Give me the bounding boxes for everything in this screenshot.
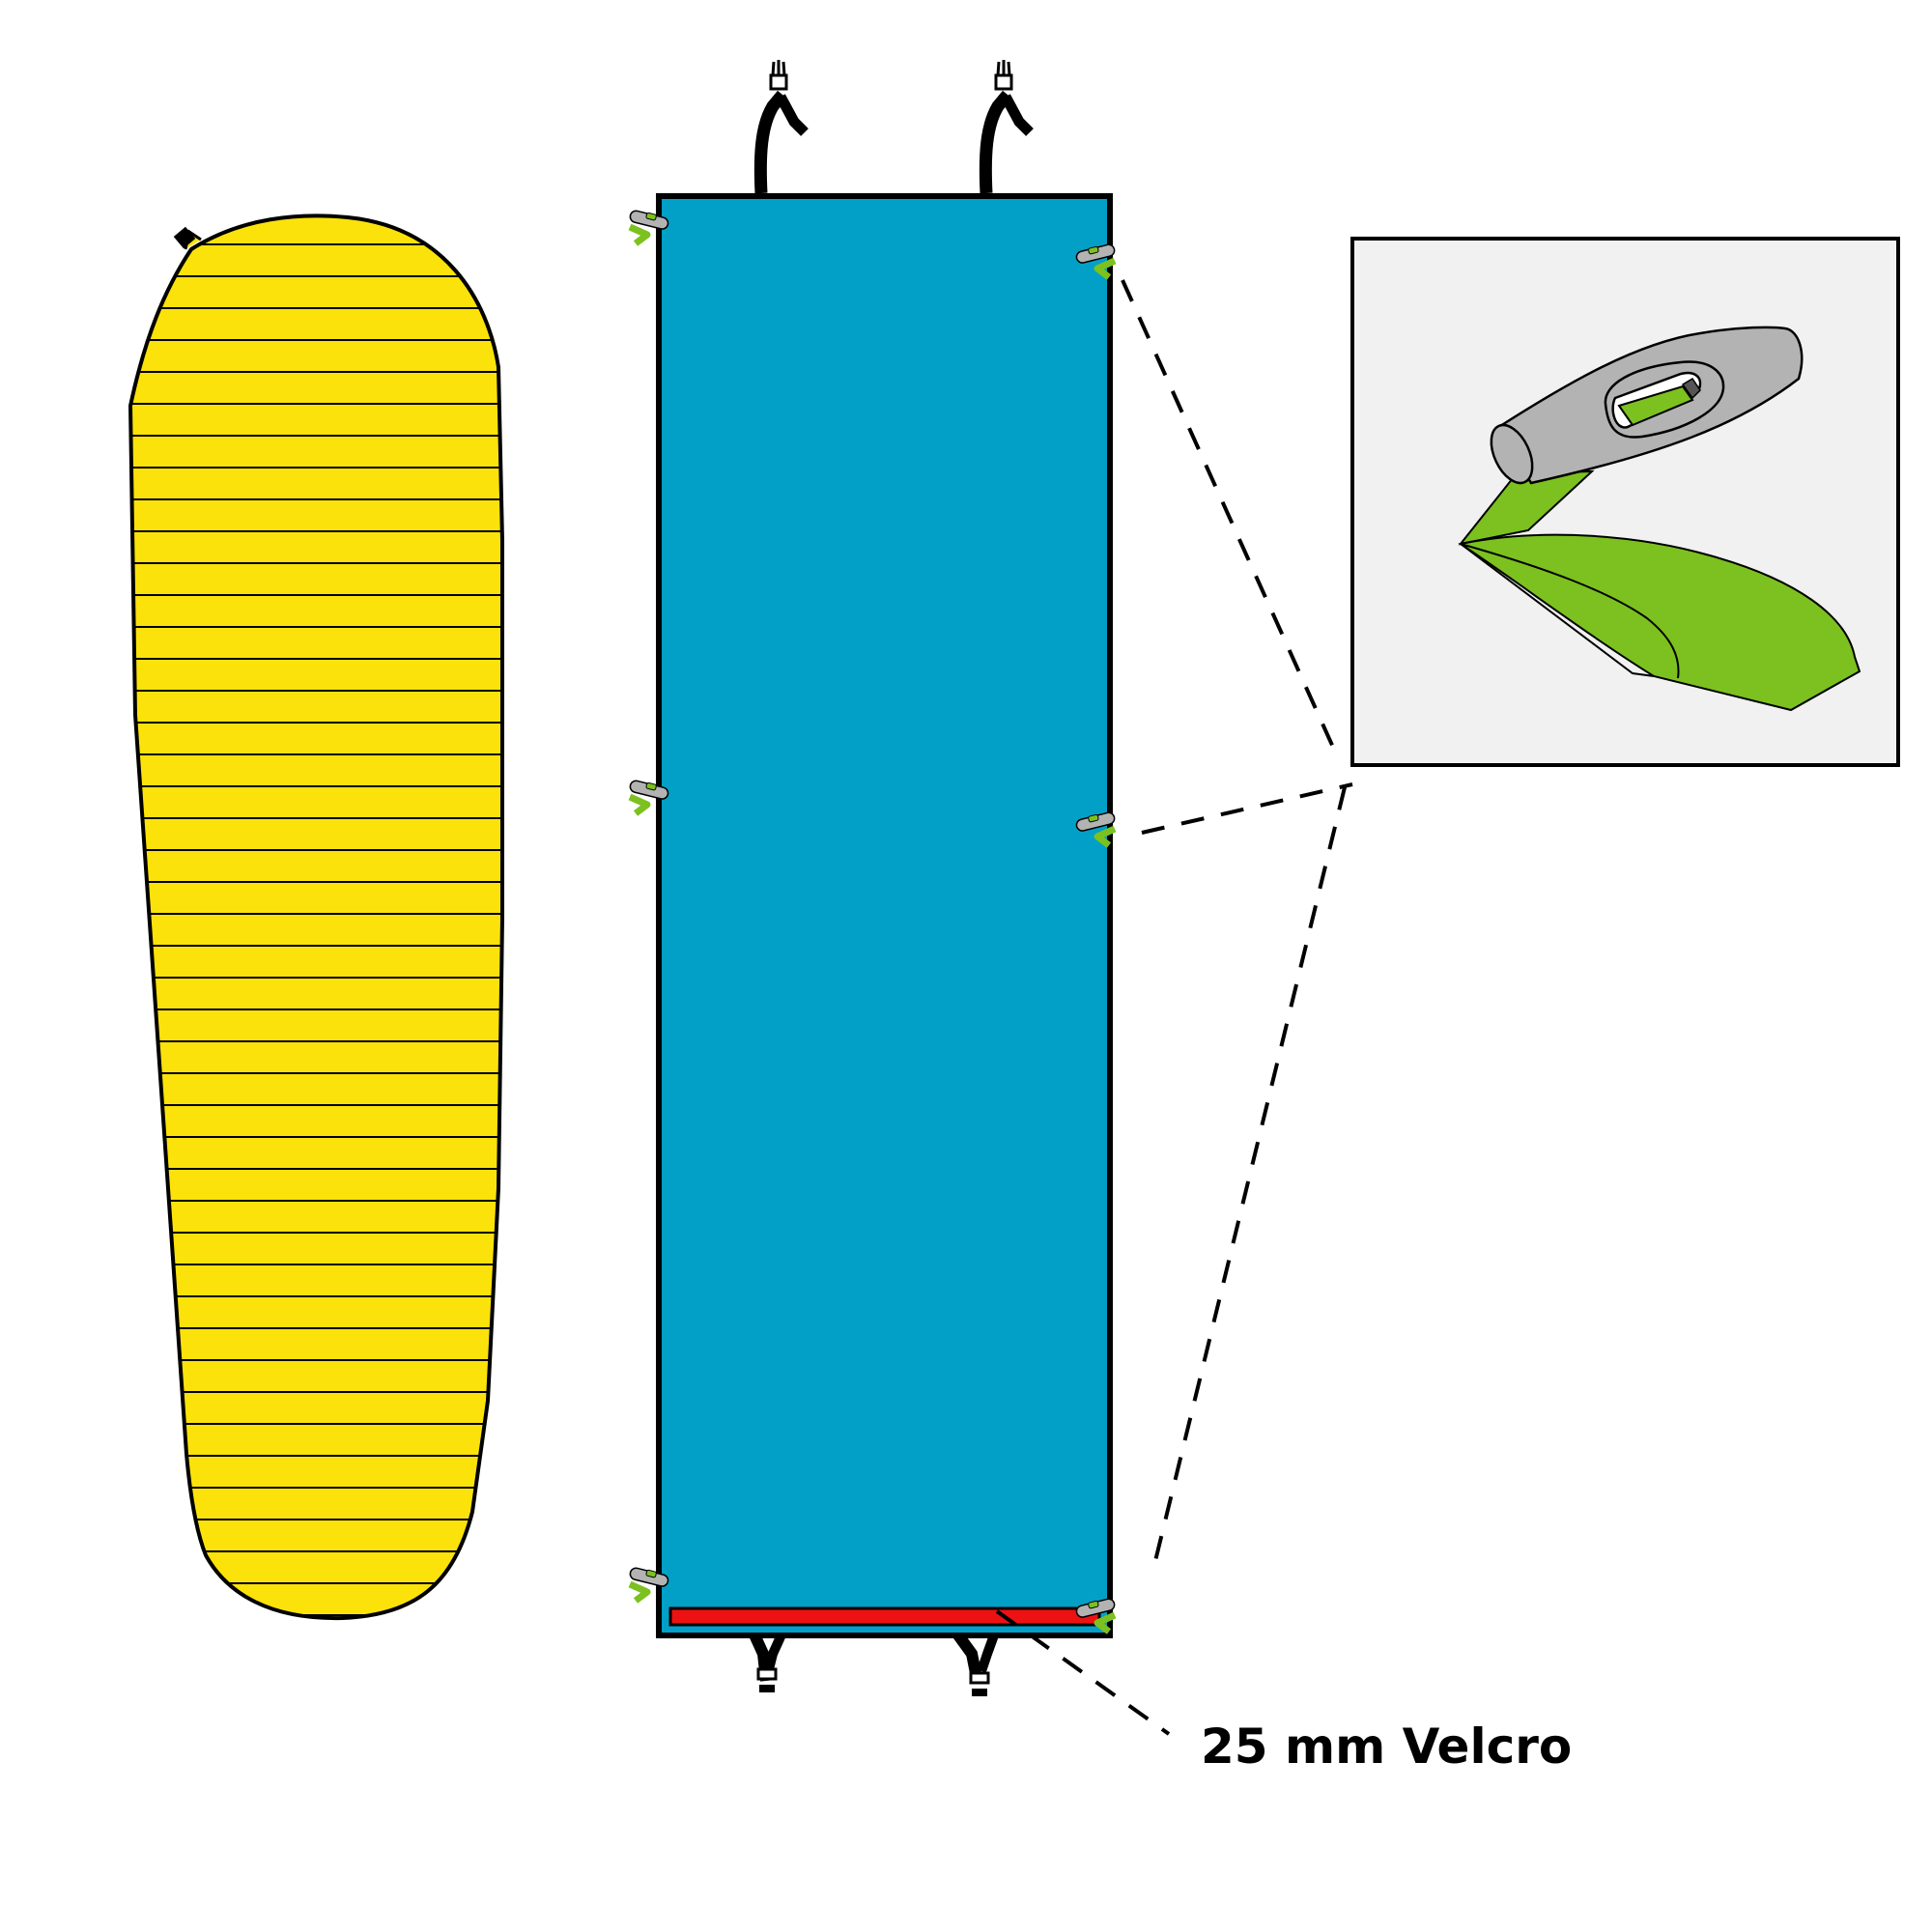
mat-stripes	[130, 243, 502, 1616]
cover-panel	[656, 60, 1113, 1696]
buckle-strap-icon	[952, 1629, 1000, 1696]
panel-body	[656, 193, 1113, 1638]
velcro-strip	[668, 1606, 1101, 1627]
webbing-loop-icon	[1458, 469, 1861, 712]
buckle-strap-icon	[748, 1630, 787, 1692]
velcro-label: 25 mm Velcro	[1201, 1719, 1572, 1775]
valve-icon	[173, 226, 202, 250]
buckle-strap-icon	[979, 60, 1034, 194]
buckle-strap-icon	[753, 60, 809, 194]
sleeping-mat	[128, 213, 504, 1621]
callout-lines	[995, 279, 1353, 1736]
detail-inset	[1350, 237, 1900, 767]
mat-body	[128, 213, 504, 1621]
toggle-icon	[1490, 326, 1804, 485]
